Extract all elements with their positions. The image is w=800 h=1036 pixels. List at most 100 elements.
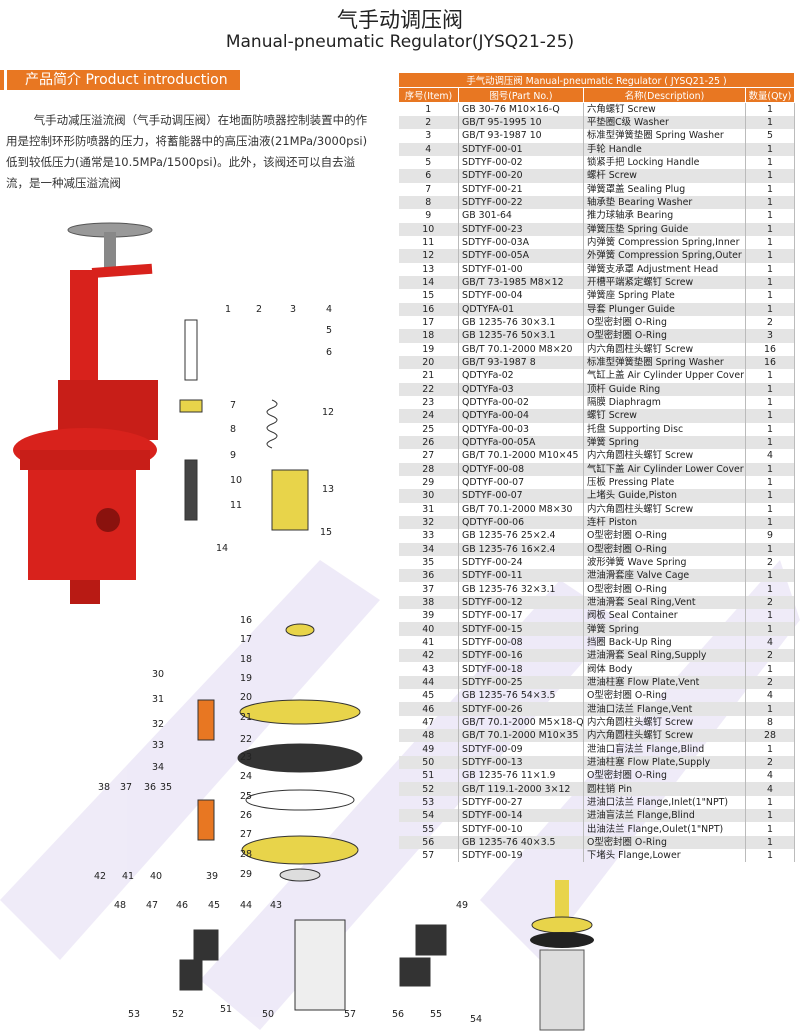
cell-qty: 1 — [745, 369, 796, 383]
cell-item: 47 — [398, 715, 459, 730]
cell-description: 顶杆 Guide Ring — [583, 382, 746, 396]
cell-description: 阀板 Seal Container — [583, 609, 746, 623]
callout-number: 28 — [240, 849, 253, 860]
cell-qty: 1 — [745, 275, 796, 290]
cell-description: 螺杆 Screw — [583, 169, 746, 183]
callout-number: 27 — [240, 829, 253, 840]
cell-description: 进油口法兰 Flange,Inlet(1"NPT) — [583, 795, 746, 810]
col-header-qty: 数量(Qty) — [744, 87, 796, 103]
cell-description: O型密封圈 O-Ring — [583, 689, 746, 703]
cell-item: 40 — [398, 622, 459, 636]
cell-qty: 1 — [745, 702, 796, 716]
callout-number: 57 — [344, 1009, 357, 1020]
cell-part-no: SDTYF-00-03A — [458, 235, 584, 250]
cell-description: 弹簧压垫 Spring Guide — [583, 222, 746, 236]
cell-qty: 3 — [745, 329, 796, 343]
cell-description: 螺钉 Screw — [583, 409, 746, 423]
cell-qty: 1 — [745, 262, 796, 276]
cell-qty: 1 — [745, 835, 796, 850]
cell-part-no: GB/T 70.1-2000 M5×18-Q — [458, 715, 584, 730]
cell-part-no: GB 1235-76 11×1.9 — [458, 769, 584, 783]
section-header: 产品简介 Product introduction — [4, 70, 240, 90]
cell-part-no: SDTYF-00-10 — [458, 822, 584, 836]
cell-item: 5 — [398, 155, 459, 170]
cell-description: 阀体 Body — [583, 662, 746, 676]
cell-item: 37 — [398, 582, 459, 596]
cell-description: O型密封圈 O-Ring — [583, 582, 746, 596]
cell-qty: 16 — [745, 342, 796, 356]
cell-part-no: SDTYF-00-16 — [458, 649, 584, 663]
cell-qty: 1 — [745, 582, 796, 596]
regulator-photo — [530, 880, 594, 1031]
cell-part-no: GB 1235-76 25×2.4 — [458, 529, 584, 543]
cell-qty: 2 — [745, 595, 796, 610]
callout-number: 4 — [326, 304, 333, 315]
callout-number: 34 — [152, 762, 165, 773]
callout-number: 16 — [240, 615, 253, 626]
cell-item: 35 — [398, 555, 459, 570]
cell-part-no: QDTYF-00-08 — [458, 462, 584, 476]
cell-qty: 1 — [745, 489, 796, 503]
cell-item: 24 — [398, 409, 459, 423]
cell-item: 1 — [398, 102, 459, 116]
cell-description: 压板 Pressing Plate — [583, 475, 746, 490]
cell-description: 推力球轴承 Bearing — [583, 209, 746, 223]
cell-qty: 1 — [745, 662, 796, 676]
cell-qty: 1 — [745, 475, 796, 490]
cell-description: 弹簧 Spring — [583, 435, 746, 450]
cell-part-no: GB 1235-76 16×2.4 — [458, 542, 584, 556]
cell-qty: 1 — [745, 235, 796, 250]
callout-number: 51 — [220, 1004, 233, 1015]
cell-part-no: GB/T 70.1-2000 M8×20 — [458, 342, 584, 356]
cell-description: O型密封圈 O-Ring — [583, 529, 746, 543]
cell-part-no: SDTYF-00-11 — [458, 569, 584, 583]
cell-item: 49 — [398, 742, 459, 756]
cell-qty: 1 — [745, 569, 796, 583]
cell-part-no: SDTYF-00-13 — [458, 755, 584, 770]
cell-part-no: SDTYF-00-15 — [458, 622, 584, 636]
cell-part-no: GB/T 93-1987 8 — [458, 355, 584, 370]
cell-part-no: QDTYFa-02 — [458, 369, 584, 383]
cell-qty: 1 — [745, 302, 796, 316]
cell-description: 六角螺钉 Screw — [583, 102, 746, 116]
callout-number: 37 — [120, 782, 133, 793]
cell-description: 开槽平端紧定螺钉 Screw — [583, 275, 746, 290]
cell-qty: 1 — [745, 195, 796, 210]
cell-description: 内六角圆柱头螺钉 Screw — [583, 715, 746, 730]
cell-part-no: GB/T 73-1985 M8×12 — [458, 275, 584, 290]
cell-item: 4 — [398, 142, 459, 156]
callout-number: 54 — [470, 1014, 483, 1025]
cell-qty: 2 — [745, 649, 796, 663]
cell-qty: 1 — [745, 435, 796, 450]
cell-qty: 1 — [745, 249, 796, 263]
cell-item: 38 — [398, 595, 459, 610]
cell-qty: 1 — [745, 809, 796, 823]
cell-item: 48 — [398, 729, 459, 743]
callout-number: 12 — [322, 407, 335, 418]
callout-number: 55 — [430, 1009, 443, 1020]
cell-part-no: GB/T 95-1995 10 — [458, 116, 584, 130]
cell-description: 隔膜 Diaphragm — [583, 395, 746, 410]
